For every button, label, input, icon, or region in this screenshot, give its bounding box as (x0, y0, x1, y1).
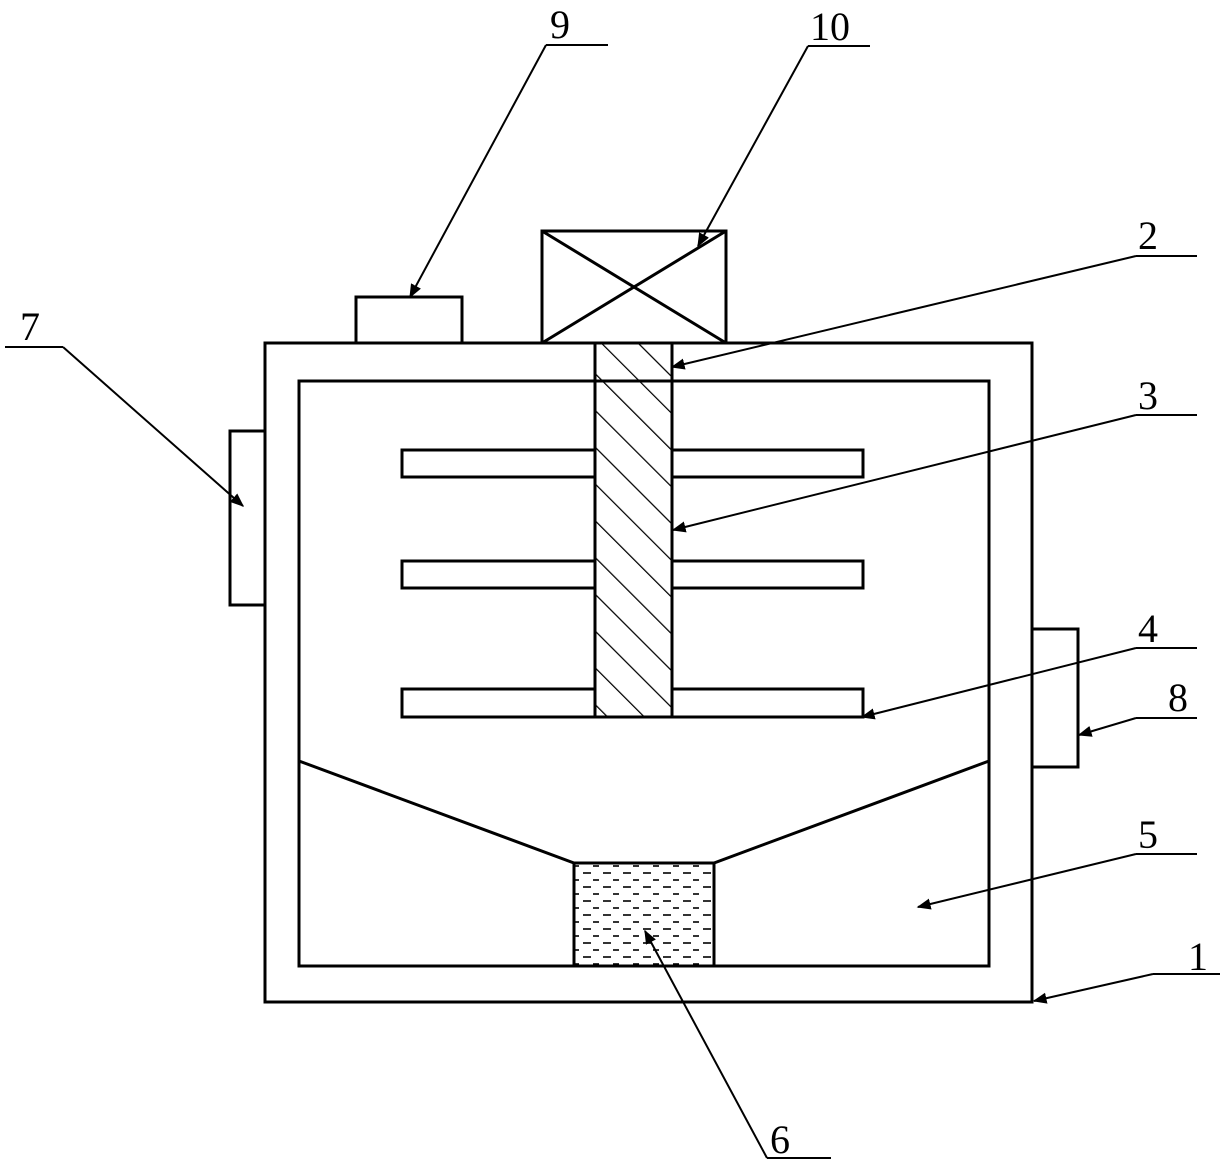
label-3: 3 (1138, 373, 1158, 418)
leader-lines (5, 44, 1220, 1159)
right-side-box (1032, 627, 1080, 769)
label-2: 2 (1138, 213, 1158, 258)
label-6: 6 (770, 1117, 790, 1162)
label-8: 8 (1168, 675, 1188, 720)
label-1: 1 (1188, 934, 1208, 979)
stirring-blades (400, 448, 865, 719)
top-inlet (354, 295, 464, 343)
funnel-plate (298, 759, 990, 865)
label-7: 7 (20, 304, 40, 349)
left-side-box (228, 429, 265, 607)
label-4: 4 (1138, 606, 1158, 651)
filter-block (572, 861, 716, 968)
label-9: 9 (550, 2, 570, 47)
stirring-shaft (593, 341, 674, 719)
label-5: 5 (1138, 812, 1158, 857)
label-10: 10 (810, 4, 850, 49)
